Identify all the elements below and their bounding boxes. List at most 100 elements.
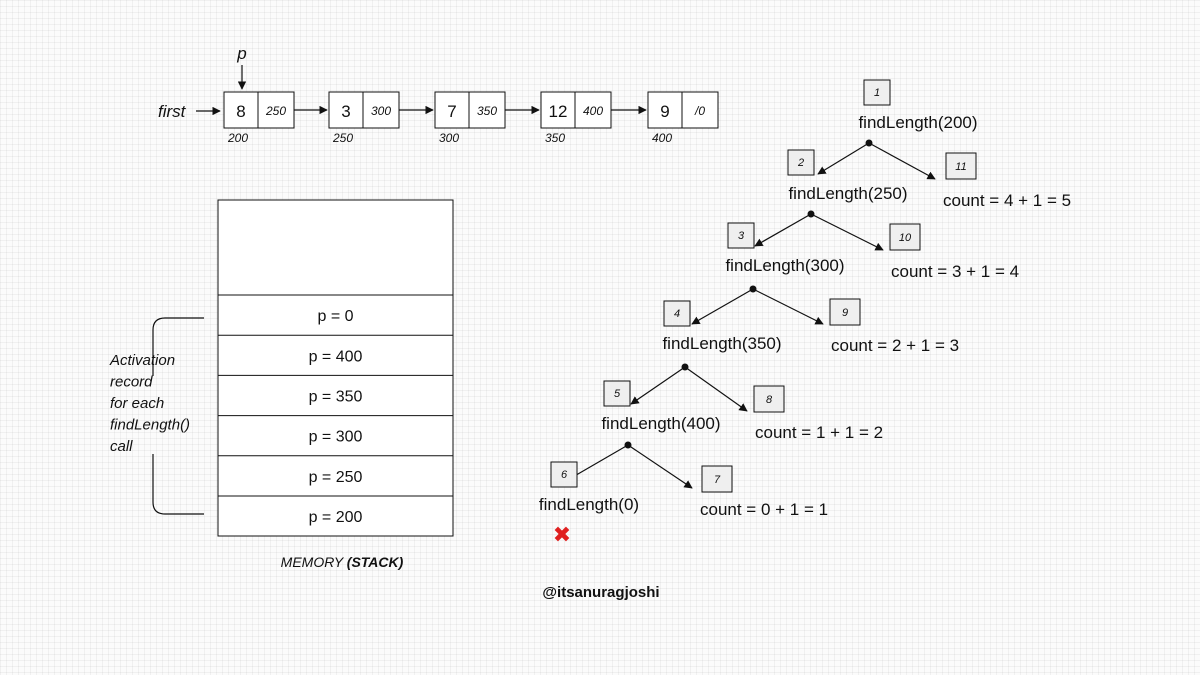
step-badge — [727, 222, 755, 249]
return-step-number: 10 — [899, 232, 912, 244]
return-step-badge — [889, 223, 921, 251]
memory-stack: p = 0 p = 400 p = 350 p = 300 p = 250 p = 200… — [217, 199, 454, 570]
stack-caption-bold: (STACK) — [347, 554, 404, 570]
node-next-address: 250 — [265, 104, 286, 118]
brace-bottom — [152, 454, 204, 515]
return-arrow — [684, 366, 748, 412]
node-data: 12 — [549, 102, 568, 121]
brace-label-line: record — [110, 374, 153, 391]
return-step-number: 9 — [842, 307, 848, 319]
return-step-badge — [945, 152, 977, 180]
return-arrow — [868, 142, 936, 180]
step-badge — [550, 461, 578, 488]
brace-label-line: call — [110, 438, 133, 455]
head-label: first — [158, 102, 187, 121]
return-label: count = 0 + 1 = 1 — [700, 500, 828, 519]
frame-label: p = 300 — [309, 429, 363, 446]
call-label: findLength(400) — [601, 414, 720, 433]
list-node: 12 400 350 — [540, 91, 612, 145]
call-label: findLength(200) — [858, 113, 977, 132]
linked-list: p first 8 250 200 3 300 250 7 350 300 12 400 350 9/0… — [158, 44, 719, 145]
stack-frame: p = 300 — [218, 415, 453, 446]
stack-caption: MEMORY (STACK) — [281, 554, 404, 570]
return-step-number: 8 — [766, 394, 773, 406]
node-next-address: 400 — [583, 104, 603, 118]
node-address: 250 — [332, 131, 353, 145]
return-label: count = 1 + 1 = 2 — [755, 423, 883, 442]
brace-label-line: findLength() — [110, 417, 190, 434]
call-label: findLength(350) — [662, 334, 781, 353]
node-address: 350 — [545, 131, 565, 145]
node-data: 7 — [447, 102, 456, 121]
node-address: 400 — [652, 131, 672, 145]
node-address: 300 — [439, 131, 459, 145]
step-badge — [863, 79, 891, 106]
list-node: 7 350 300 — [434, 91, 506, 145]
step-number: 3 — [738, 230, 745, 242]
call-arrow — [754, 213, 812, 247]
recursive-call: findLength(400) 5 count = 0 + 1 = 1 7 — [558, 380, 828, 519]
node-box — [328, 91, 400, 129]
stack-frame: p = 250 — [218, 455, 453, 486]
node-box — [223, 91, 295, 129]
stack-frame: p = 400 — [218, 334, 453, 365]
frame-label: p = 0 — [317, 308, 353, 325]
author-handle: @itsanuragjoshi — [542, 584, 659, 601]
call-label: findLength(250) — [788, 184, 907, 203]
node-next-address: 300 — [371, 104, 391, 118]
node-next-address: 350 — [477, 104, 497, 118]
stack-frame: p = 0 — [218, 294, 453, 325]
step-badge — [663, 300, 691, 327]
node-data: 3 — [341, 102, 350, 121]
call-label: findLength(0) — [539, 495, 639, 514]
recursive-call: findLength(350) 4 count = 1 + 1 = 2 8 — [630, 300, 883, 442]
step-badge — [603, 380, 631, 407]
call-label: findLength(300) — [725, 256, 844, 275]
step-badge — [787, 149, 815, 176]
frame-label: p = 400 — [309, 348, 363, 365]
step-number: 4 — [674, 308, 680, 320]
step-number: 5 — [614, 388, 621, 400]
node-data: 9 — [660, 102, 669, 121]
return-arrow — [627, 444, 693, 489]
return-arrow — [810, 213, 884, 251]
frame-label: p = 350 — [309, 389, 363, 406]
return-label: count = 3 + 1 = 4 — [891, 262, 1019, 281]
recursive-call: findLength(200) 1 count = 4 + 1 = 5 11 — [817, 79, 1071, 210]
frame-label: p = 250 — [309, 469, 363, 486]
return-step-number: 11 — [955, 161, 966, 173]
brace-label-line: Activation — [109, 352, 175, 369]
return-step-badge — [829, 298, 861, 326]
stack-frame: p = 350 — [218, 374, 453, 406]
pointer-label: p — [236, 44, 246, 63]
node-data: 8 — [236, 102, 245, 121]
step-number: 1 — [874, 87, 880, 99]
node-next-address: /0 — [694, 104, 705, 118]
return-label: count = 2 + 1 = 3 — [831, 336, 959, 355]
recursive-call: findLength(300) 3 count = 2 + 1 = 3 9 — [691, 222, 959, 355]
terminate-x-icon: ✖ — [553, 523, 571, 548]
stack-caption-plain: MEMORY — [281, 554, 347, 570]
list-node: 3 300 250 — [328, 91, 400, 145]
return-step-badge — [753, 385, 785, 413]
frame-label: p = 200 — [309, 509, 363, 526]
return-step-badge — [701, 465, 733, 493]
return-step-number: 7 — [714, 474, 721, 486]
call-arrow — [630, 366, 686, 405]
stack-frame: p = 200 — [218, 495, 453, 526]
list-node: 9/0 400 — [647, 91, 719, 145]
return-arrow — [752, 288, 824, 325]
list-node: 8 250 200 — [223, 91, 295, 145]
node-address: 200 — [227, 131, 248, 145]
step-number: 6 — [561, 469, 568, 481]
call-arrow — [817, 142, 870, 175]
stack-outline — [217, 199, 454, 537]
brace-top — [152, 317, 204, 376]
return-label: count = 4 + 1 = 5 — [943, 191, 1071, 210]
call-arrow — [691, 288, 754, 325]
node-box — [647, 91, 719, 129]
